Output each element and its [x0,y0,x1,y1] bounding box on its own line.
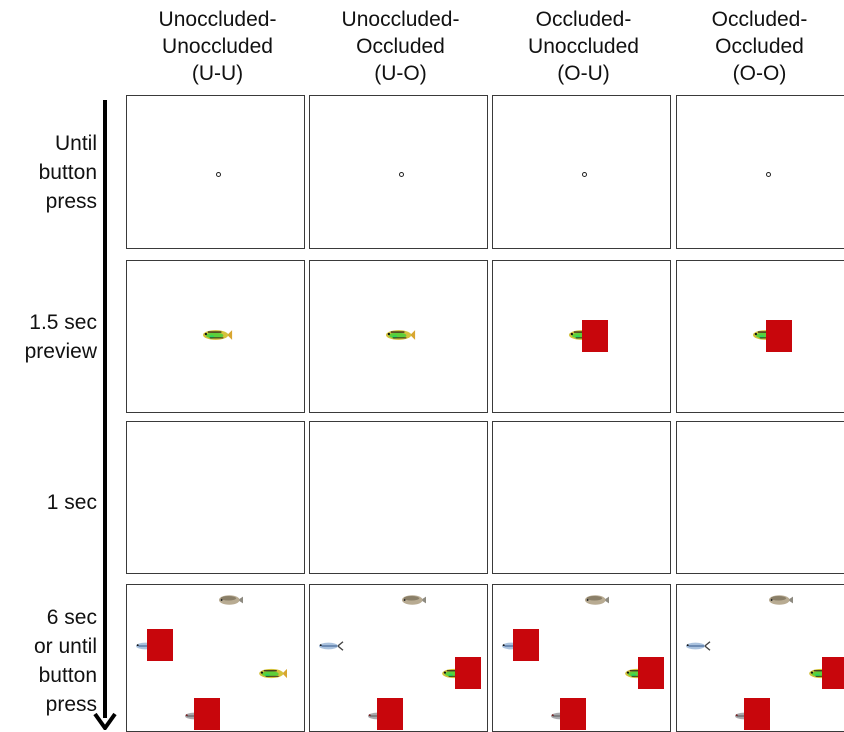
occluder-square [513,629,539,661]
distractor-tan-fish-icon [399,594,429,606]
occluder-square [560,698,586,730]
occluder-square [766,320,792,352]
target-fish-icon [385,328,418,342]
occluder-square [377,698,403,730]
panel-o-u-row-1 [492,95,671,249]
panel-o-o-row-4 [676,584,844,732]
panel-o-o-row-1 [676,95,844,249]
distractor-tan-fish-icon [582,594,612,606]
occluder-square [147,629,173,661]
panel-u-o-row-4 [309,584,488,732]
distractor-blue-fish-icon [683,640,713,652]
row-label-preview: 1.5 sec preview [24,311,97,363]
distractor-tan-fish-icon [216,594,246,606]
fixation-circle-icon [582,172,587,177]
column-header-u-o: Unoccluded- Occluded (U-O) [341,8,460,85]
target-fish-icon [258,667,290,680]
panel-u-o-row-1 [309,95,488,249]
panel-o-u-row-4 [492,584,671,732]
column-header-u-u: Unoccluded- Unoccluded (U-U) [158,8,277,85]
panel-u-o-row-3 [309,421,488,574]
occluder-square [582,320,608,352]
panel-u-o-row-2 [309,260,488,413]
distractor-tan-fish-icon [766,594,796,606]
occluder-square [638,657,664,689]
time-arrow-line [103,100,107,718]
row-label-blank: 1 sec [46,491,97,514]
row-label-fixation: Until button press [38,132,97,213]
panel-o-o-row-3 [676,421,844,574]
occluder-square [455,657,481,689]
column-header-o-o: Occluded- Occluded (O-O) [711,8,808,85]
distractor-blue-fish-icon [316,640,346,652]
panel-u-u-row-3 [126,421,305,574]
panel-u-u-row-4 [126,584,305,732]
panel-o-o-row-2 [676,260,844,413]
target-fish-icon [202,328,235,342]
panel-o-u-row-3 [492,421,671,574]
occluder-square [194,698,220,730]
occluder-square [822,657,844,689]
fixation-circle-icon [766,172,771,177]
fixation-circle-icon [399,172,404,177]
row-label-response: 6 sec or until button press [33,606,97,716]
time-arrow-head-icon [93,712,117,730]
fixation-circle-icon [216,172,221,177]
column-header-o-u: Occluded- Unoccluded (O-U) [528,8,639,85]
panel-u-u-row-1 [126,95,305,249]
occluder-square [744,698,770,730]
panel-u-u-row-2 [126,260,305,413]
panel-o-u-row-2 [492,260,671,413]
